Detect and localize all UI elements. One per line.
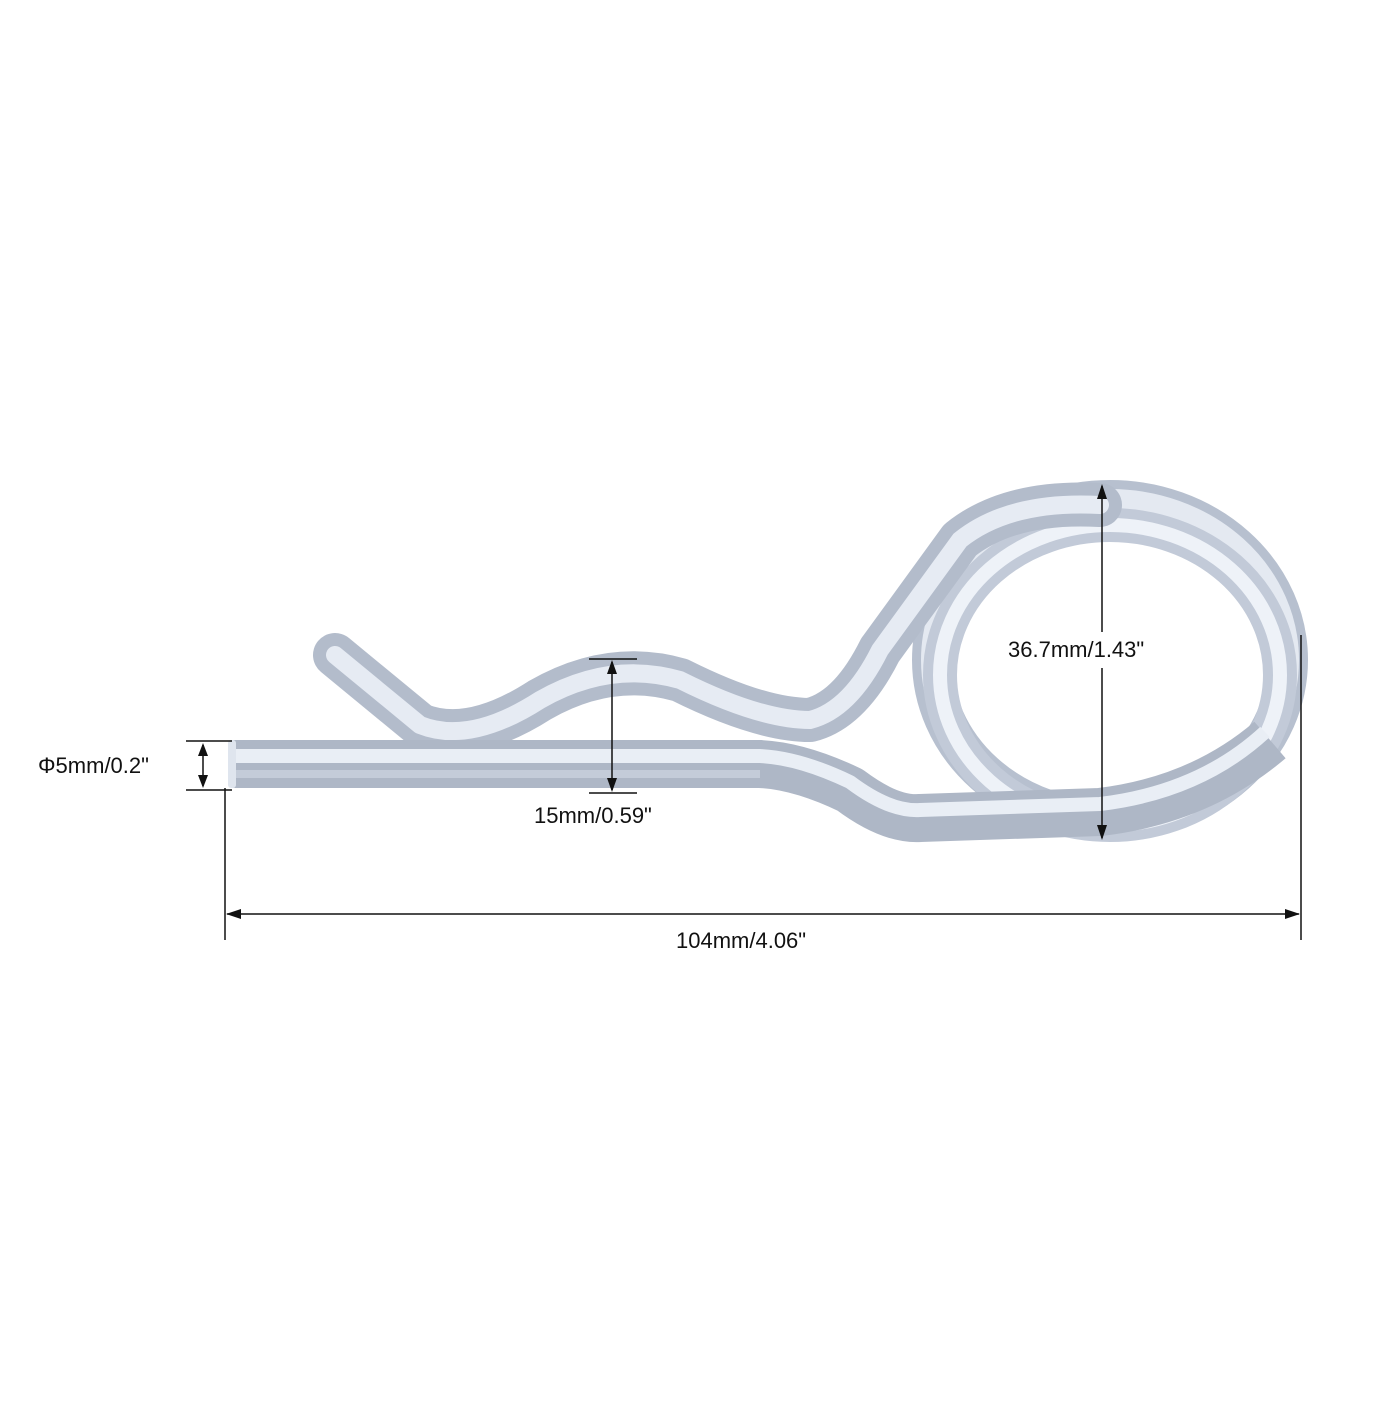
straight-leg (228, 721, 1286, 843)
upper-wavy-leg (313, 482, 1122, 754)
dimension-lines (186, 484, 1302, 940)
diameter-dimension (186, 740, 232, 791)
gap-height-label: 15mm/0.59" (534, 803, 652, 828)
loop-height-label: 36.7mm/1.43" (1008, 637, 1145, 662)
gap-dimension (589, 658, 637, 794)
length-dimension (224, 635, 1302, 940)
overall-length-label: 104mm/4.06" (676, 928, 807, 953)
wire-diameter-label: Φ5mm/0.2" (38, 753, 149, 778)
loop-dimension (1097, 484, 1107, 840)
